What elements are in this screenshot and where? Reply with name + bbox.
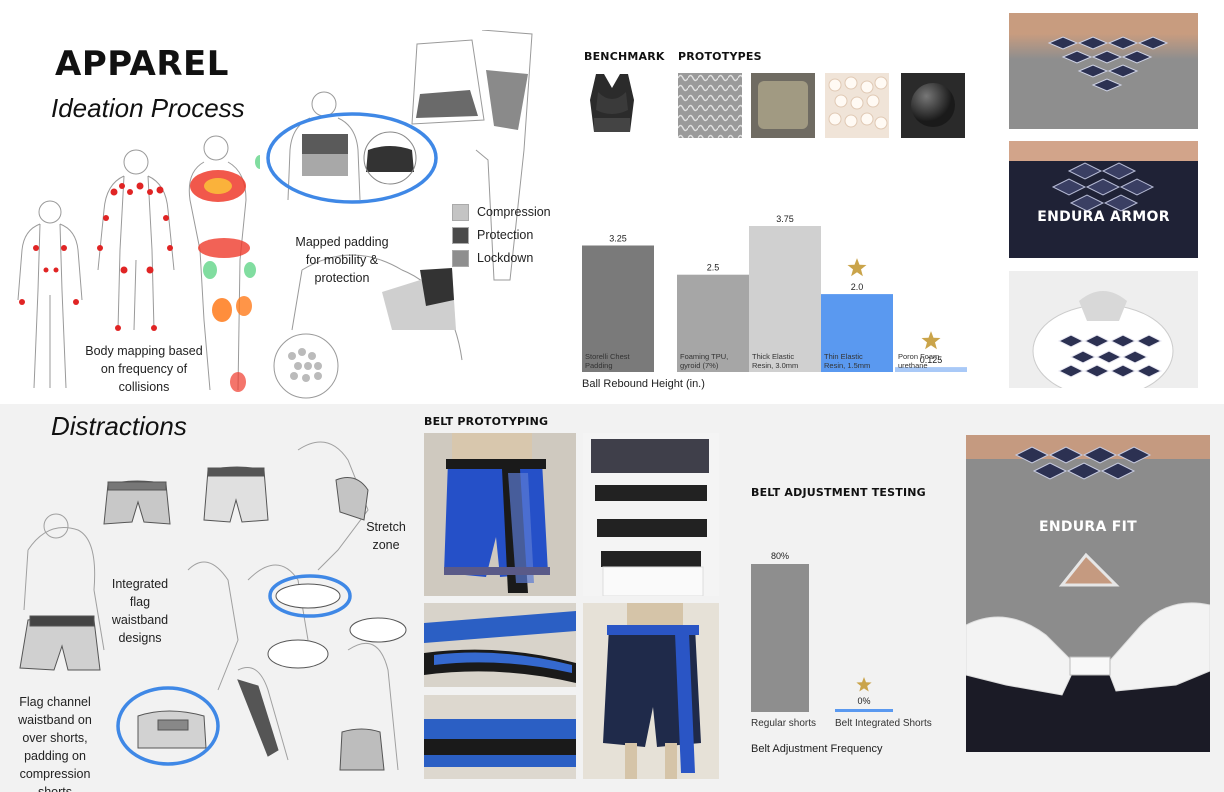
belt-photo-bands	[583, 433, 719, 596]
rebound-bar-category: urethane	[898, 361, 928, 370]
belt-bar	[835, 709, 893, 712]
rebound-bar-category: Thick Elastic	[752, 352, 794, 361]
rebound-chart-xlabel: Ball Rebound Height (in.)	[582, 378, 705, 390]
flag-channel-note: Flag channel waistband on over shorts, p…	[18, 695, 92, 792]
benchmark-label: BENCHMARK	[584, 50, 665, 63]
rebound-bar-value: 3.75	[776, 214, 794, 224]
belt-bar-category: Regular shorts	[751, 718, 816, 729]
star-icon	[856, 677, 872, 692]
rebound-bar-value: 0.125	[920, 355, 943, 365]
rebound-bar	[749, 226, 821, 372]
belt-prototyping-label: BELT PROTOTYPING	[424, 415, 549, 428]
star-icon	[921, 331, 941, 350]
rebound-bar-value: 2.5	[707, 263, 720, 273]
endura-armor-label: ENDURA ARMOR	[1037, 209, 1170, 225]
distractions-sketch	[19, 441, 407, 771]
legend-protection: Protection	[452, 225, 551, 245]
rebound-bar-category: Padding	[585, 361, 613, 370]
rebound-bar-value: 3.25	[609, 234, 627, 244]
endura-fit-photo: ENDURA FIT	[966, 435, 1210, 752]
distractions-title: Distractions	[51, 411, 187, 441]
endura-armor-photo-waist: ENDURA ARMOR	[1009, 141, 1198, 258]
belt-chart: 80% Regular shorts 0% Belt Integrated Short…	[751, 551, 932, 729]
belt-chart-title: BELT ADJUSTMENT TESTING	[751, 486, 926, 499]
belt-bar	[751, 564, 809, 712]
rebound-bar	[821, 294, 893, 372]
legend-swatch	[452, 203, 469, 221]
rebound-bar-category: Resin, 3.0mm	[752, 361, 798, 370]
rebound-bar-category: Resin, 1.5mm	[824, 361, 870, 370]
padding-legend: Compression Protection Lockdown	[452, 202, 551, 271]
rebound-bar	[582, 245, 654, 372]
rebound-bar-category: Thin Elastic	[824, 352, 863, 361]
prototype-thick-resin-image	[751, 73, 815, 138]
belt-bar-value: 80%	[771, 551, 789, 561]
belt-chart-xlabel: Belt Adjustment Frequency	[751, 743, 883, 755]
belt-photo-hex-strap-2	[424, 695, 576, 779]
rebound-bar-category: Poron Foam,	[898, 352, 941, 361]
ideation-subtitle: Ideation Process	[51, 93, 245, 123]
body-mapping-note: Body mapping based on frequency of colli…	[85, 344, 203, 394]
mapped-padding-sketch	[266, 30, 533, 399]
prototype-poron-foam-image	[901, 73, 965, 138]
belt-bar-category: Belt Integrated Shorts	[835, 718, 932, 729]
endura-armor-photo-chest	[1009, 13, 1198, 129]
legend-compression: Compression	[452, 202, 551, 222]
prototypes-label: PROTOTYPES	[678, 50, 762, 63]
legend-lockdown: Lockdown	[452, 248, 551, 268]
belt-bar-value: 0%	[857, 696, 870, 706]
mapped-padding-note: Mapped padding for mobility & protection	[295, 235, 389, 285]
rebound-bar	[895, 367, 967, 372]
endura-fit-label: ENDURA FIT	[1038, 519, 1138, 535]
rebound-bar-category: Foaming TPU,	[680, 352, 728, 361]
stretch-zone-note: Stretch zone	[366, 520, 406, 552]
rebound-bar-category: gyroid (7%)	[680, 361, 719, 370]
rebound-bar	[677, 274, 749, 372]
prototype-gyroid-image	[678, 73, 742, 138]
belt-photo-mannequin-shorts	[424, 433, 576, 596]
legend-swatch	[452, 226, 469, 244]
belt-photo-hex-strap-1	[424, 603, 576, 687]
waistband-designs-note: Integrated flag waistband designs	[111, 577, 169, 645]
rebound-bar-value: 2.0	[851, 282, 864, 292]
star-icon	[847, 258, 867, 277]
prototype-thin-resin-image	[825, 73, 889, 138]
apparel-title: APPAREL	[55, 44, 229, 84]
endura-armor-photo-shoe	[1009, 271, 1198, 388]
rebound-bar-category: Storelli Chest	[585, 352, 631, 361]
benchmark-bra-image	[590, 74, 634, 132]
body-mapping-sketch	[17, 135, 260, 392]
belt-photo-mannequin-navy	[583, 603, 719, 779]
legend-swatch	[452, 249, 469, 267]
